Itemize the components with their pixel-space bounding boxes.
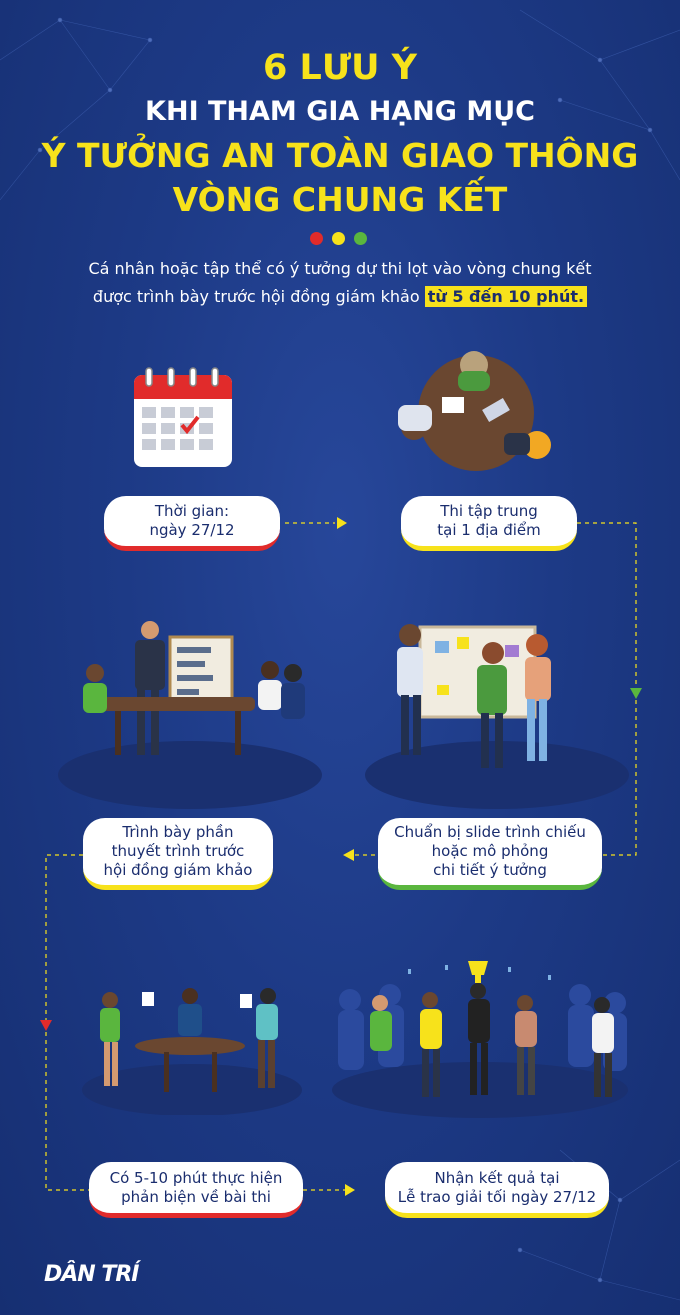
yellow-dot bbox=[332, 232, 345, 245]
step-venue-line1: Thi tập trung bbox=[440, 502, 538, 520]
step-slides-pill: Chuẩn bị slide trình chiếu hoặc mô phỏng… bbox=[378, 818, 602, 890]
calendar-icon bbox=[134, 367, 232, 467]
step-slides-line3: chi tiết ý tưởng bbox=[433, 861, 547, 879]
step-slides-line2: hoặc mô phỏng bbox=[431, 842, 549, 860]
step-result-pill: Nhận kết quả tại Lễ trao giải tối ngày 2… bbox=[385, 1162, 609, 1218]
intro-line1: Cá nhân hoặc tập thể có ý tưởng dự thi l… bbox=[88, 259, 592, 278]
step-debate-line2: phản biện về bài thi bbox=[121, 1187, 271, 1206]
red-dot bbox=[310, 232, 323, 245]
whiteboard-team-icon bbox=[365, 624, 629, 809]
meeting-table-icon bbox=[398, 351, 551, 471]
header-title-line4: VÒNG CHUNG KẾT bbox=[172, 180, 508, 219]
step-time-line2: ngày 27/12 bbox=[149, 521, 235, 539]
step-present-line1: Trình bày phần bbox=[122, 823, 234, 841]
step-slides-line1: Chuẩn bị slide trình chiếu bbox=[394, 823, 586, 841]
intro-text: Cá nhân hoặc tập thể có ý tưởng dự thi l… bbox=[40, 255, 640, 311]
intro-line2-prefix: được trình bày trước hội đồng giám khảo bbox=[92, 287, 420, 306]
step-present-line3: hội đồng giám khảo bbox=[103, 861, 253, 879]
step-venue-line2: tại 1 địa điểm bbox=[437, 521, 541, 539]
header-title-line1: 6 LƯU Ý bbox=[262, 48, 418, 88]
green-dot bbox=[354, 232, 367, 245]
step-time-pill: Thời gian: ngày 27/12 bbox=[104, 496, 280, 551]
presentation-icon bbox=[58, 621, 322, 809]
step-result-line2: Lễ trao giải tối ngày 27/12 bbox=[397, 1187, 597, 1206]
step-result-line1: Nhận kết quả tại bbox=[434, 1168, 560, 1187]
intro-highlight: từ 5 đến 10 phút. bbox=[424, 286, 588, 307]
step-time-line1: Thời gian: bbox=[154, 502, 230, 520]
step-debate-pill: Có 5-10 phút thực hiện phản biện về bài … bbox=[89, 1162, 303, 1218]
traffic-light-dots bbox=[310, 232, 367, 245]
step-present-line2: thuyết trình trước bbox=[111, 842, 245, 860]
dantri-logo: DÂN TRÍ bbox=[44, 1262, 139, 1287]
header-title-line3: Ý TƯỞNG AN TOÀN GIAO THÔNG bbox=[41, 136, 639, 175]
step-present-pill: Trình bày phần thuyết trình trước hội đồ… bbox=[83, 818, 273, 890]
step-debate-line1: Có 5-10 phút thực hiện bbox=[109, 1168, 283, 1187]
celebration-icon bbox=[332, 961, 628, 1118]
header-title-line2: KHI THAM GIA HẠNG MỤC bbox=[145, 96, 535, 127]
discussion-icon bbox=[82, 988, 302, 1115]
step-venue-pill: Thi tập trung tại 1 địa điểm bbox=[401, 496, 577, 551]
intro-line2: được trình bày trước hội đồng giám khảo … bbox=[40, 283, 640, 311]
